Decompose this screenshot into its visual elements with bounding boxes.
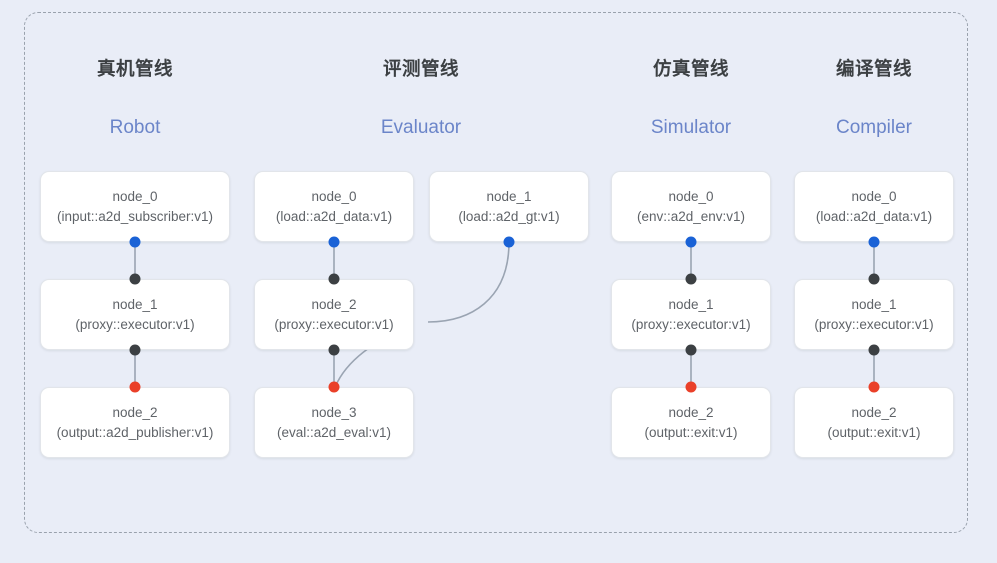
- column-title-cn-simulator: 仿真管线: [652, 58, 729, 79]
- column-title-cn-evaluator: 评测管线: [382, 58, 459, 79]
- port-output-robot-0[interactable]: [129, 236, 141, 248]
- node-id: node_0: [311, 188, 357, 204]
- node-id: node_3: [311, 404, 357, 420]
- node-id: node_0: [851, 188, 897, 204]
- node-spec: (proxy::executor:v1): [274, 316, 394, 332]
- port-input-simulator-1[interactable]: [685, 273, 697, 285]
- node-robot-2[interactable]: node_2 (output::a2d_publisher:v1): [40, 387, 230, 458]
- node-spec: (output::a2d_publisher:v1): [56, 424, 214, 440]
- node-compiler-1[interactable]: node_1 (proxy::executor:v1): [794, 279, 954, 350]
- port-output-evaluator-0[interactable]: [328, 236, 340, 248]
- column-title-en-compiler: Compiler: [835, 117, 913, 138]
- port-output-compiler-0[interactable]: [868, 236, 880, 248]
- port-input-compiler-2[interactable]: [868, 381, 880, 393]
- port-input-robot-1[interactable]: [129, 273, 141, 285]
- port-output-evaluator-gt[interactable]: [503, 236, 515, 248]
- node-evaluator-3[interactable]: node_3 (eval::a2d_eval:v1): [254, 387, 414, 458]
- column-title-en-simulator: Simulator: [650, 117, 732, 138]
- node-spec: (load::a2d_data:v1): [275, 208, 393, 224]
- node-compiler-2[interactable]: node_2 (output::exit:v1): [794, 387, 954, 458]
- node-robot-0[interactable]: node_0 (input::a2d_subscriber:v1): [40, 171, 230, 242]
- node-spec: (output::exit:v1): [644, 424, 738, 440]
- port-output-robot-1[interactable]: [129, 344, 141, 356]
- node-spec: (proxy::executor:v1): [631, 316, 751, 332]
- node-evaluator-0[interactable]: node_0 (load::a2d_data:v1): [254, 171, 414, 242]
- node-id: node_1: [112, 296, 158, 312]
- port-input-compiler-1[interactable]: [868, 273, 880, 285]
- node-id: node_1: [486, 188, 532, 204]
- node-spec: (proxy::executor:v1): [75, 316, 195, 332]
- node-spec: (output::exit:v1): [827, 424, 921, 440]
- node-id: node_1: [851, 296, 897, 312]
- node-spec: (load::a2d_data:v1): [815, 208, 933, 224]
- node-id: node_2: [851, 404, 897, 420]
- node-spec: (eval::a2d_eval:v1): [276, 424, 392, 440]
- column-title-cn-robot: 真机管线: [96, 58, 173, 79]
- node-simulator-0[interactable]: node_0 (env::a2d_env:v1): [611, 171, 771, 242]
- node-spec: (input::a2d_subscriber:v1): [56, 208, 214, 224]
- node-simulator-2[interactable]: node_2 (output::exit:v1): [611, 387, 771, 458]
- column-title-cn-compiler: 编译管线: [835, 58, 912, 79]
- node-id: node_0: [112, 188, 158, 204]
- node-evaluator-2[interactable]: node_2 (proxy::executor:v1): [254, 279, 414, 350]
- node-id: node_2: [112, 404, 158, 420]
- node-id: node_1: [668, 296, 714, 312]
- port-input-robot-2[interactable]: [129, 381, 141, 393]
- port-input-evaluator-3[interactable]: [328, 381, 340, 393]
- node-evaluator-gt[interactable]: node_1 (load::a2d_gt:v1): [429, 171, 589, 242]
- node-robot-1[interactable]: node_1 (proxy::executor:v1): [40, 279, 230, 350]
- node-spec: (env::a2d_env:v1): [636, 208, 746, 224]
- port-output-simulator-1[interactable]: [685, 344, 697, 356]
- node-id: node_2: [668, 404, 714, 420]
- node-simulator-1[interactable]: node_1 (proxy::executor:v1): [611, 279, 771, 350]
- port-output-simulator-0[interactable]: [685, 236, 697, 248]
- port-output-evaluator-2[interactable]: [328, 344, 340, 356]
- node-id: node_2: [311, 296, 357, 312]
- node-spec: (load::a2d_gt:v1): [458, 208, 560, 224]
- column-title-en-robot: Robot: [109, 117, 161, 138]
- node-spec: (proxy::executor:v1): [814, 316, 934, 332]
- port-input-simulator-2[interactable]: [685, 381, 697, 393]
- node-compiler-0[interactable]: node_0 (load::a2d_data:v1): [794, 171, 954, 242]
- port-input-evaluator-2[interactable]: [328, 273, 340, 285]
- column-title-en-evaluator: Evaluator: [380, 117, 462, 138]
- port-output-compiler-1[interactable]: [868, 344, 880, 356]
- node-id: node_0: [668, 188, 714, 204]
